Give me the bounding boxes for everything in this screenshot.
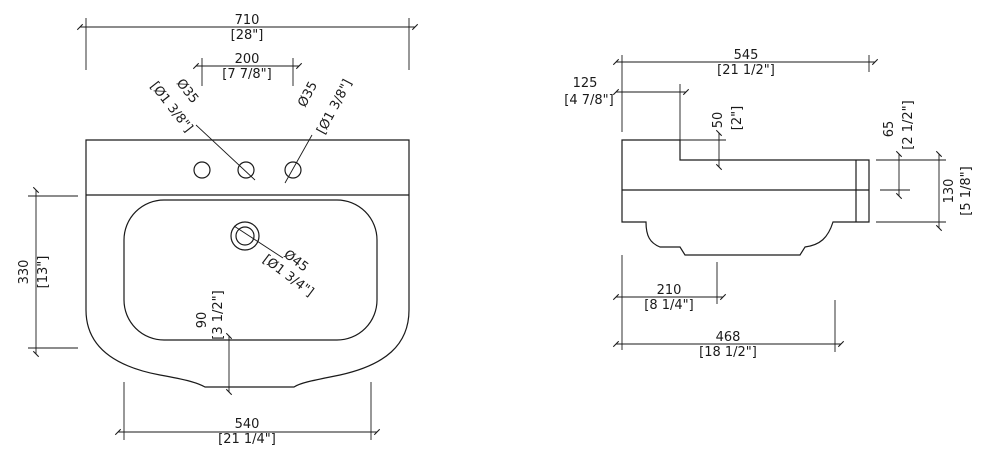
dim-710-inch-label: [28"] (231, 28, 264, 43)
dim-545-label: 545 (734, 48, 759, 63)
dim-125-label: 125 (573, 76, 598, 91)
dim-540-inch-label: [21 1/4"] (218, 432, 276, 447)
side-view: 545 [21 1/2"] 125 [4 7/8"] 50 [2"] 65 [2… (564, 48, 974, 360)
dim-545-inch-label: [21 1/2"] (717, 63, 775, 78)
dim-130-label: 130 (942, 179, 957, 204)
dim-200-label: 200 (235, 52, 260, 67)
dim-125-inch-label: [4 7/8"] (564, 93, 613, 108)
tap-hole-left-icon (193, 161, 211, 179)
dim-210-inch-label: [8 1/4"] (644, 298, 693, 313)
dim-200-inch-label: [7 7/8"] (222, 67, 271, 82)
tap-hole-right-icon (284, 161, 302, 179)
dim-65-inch-label: [2 1/2"] (901, 100, 916, 149)
front-view: 710 [28"] 200 [7 7/8"] Ø35 [Ø1 3/8"] Ø35… (17, 13, 419, 447)
bowl-inner-outline (123, 199, 378, 341)
basin-side-outline (621, 139, 870, 256)
dim-65-label: 65 (882, 121, 897, 138)
waste-inner-icon (235, 226, 255, 246)
dim-50-label: 50 (711, 112, 726, 129)
dim-330-inch-label: [13"] (36, 256, 51, 289)
dim-330-label: 330 (17, 260, 32, 285)
dim-710-label: 710 (235, 13, 260, 28)
dim-130-inch-label: [5 1/8"] (959, 166, 974, 215)
leader-line (284, 134, 313, 184)
dim-90-inch-label: [3 1/2"] (211, 290, 226, 339)
leader-line (233, 225, 284, 259)
dim-50-inch-label: [2"] (730, 106, 745, 130)
basin-front-outline (85, 139, 410, 388)
leader-line (195, 124, 256, 181)
dim-210-label: 210 (657, 283, 682, 298)
dim-468-inch-label: [18 1/2"] (699, 345, 757, 360)
dim-468-label: 468 (716, 330, 741, 345)
dim-90-label: 90 (195, 312, 210, 329)
waste-outer-icon (230, 221, 260, 251)
dim-540-label: 540 (235, 417, 260, 432)
tap-hole-center-icon (237, 161, 255, 179)
tap-right-diameter-label: Ø35 (295, 79, 321, 110)
